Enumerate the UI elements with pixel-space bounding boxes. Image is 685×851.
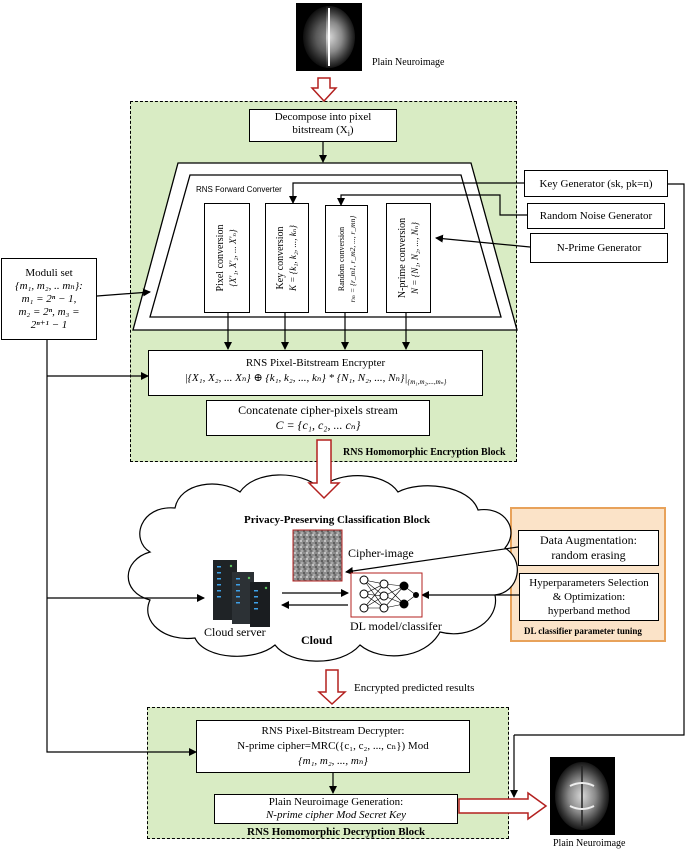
data-augmentation-box: Data Augmentation: random erasing	[518, 530, 659, 566]
concatenate-formula: C = {c₁, c₂, ... cₙ}	[275, 418, 361, 432]
decrypter-line3: {m₁, m₂, ..., mₙ}	[298, 755, 368, 767]
encrypter-sub: {m₁,m₂,...,mₙ}	[407, 378, 447, 387]
augmentation-line2: random erasing	[551, 548, 626, 562]
nprime-conversion-title: N-prime conversion	[396, 217, 408, 299]
moduli-title: Moduli set	[25, 266, 73, 279]
moduli-line5: 2ⁿ⁺¹ − 1	[30, 318, 68, 331]
augmentation-line1: Data Augmentation:	[540, 533, 637, 547]
nprime-generator-box: N-Prime Generator	[530, 233, 668, 263]
random-conversion-title: Random conversion	[336, 226, 346, 292]
nprime-conversion-formula: N = {N₁, N₂, ..., Nₙ}	[409, 222, 420, 294]
key-generator-box: Key Generator (sk, pk=n)	[524, 170, 668, 197]
cipher-image-label: Cipher-image	[348, 546, 414, 560]
cloud-server-label: Cloud server	[204, 625, 266, 639]
dl-model-label: DL model/classifer	[350, 619, 442, 633]
hyperparameter-box: Hyperparameters Selection & Optimization…	[519, 573, 659, 621]
pixel-conversion-box: Pixel conversion {X'₁, X'₂, ... X'ₙ}	[204, 203, 250, 313]
input-neuroimage	[296, 3, 362, 71]
cloud-label: Cloud	[301, 633, 333, 647]
decrypter-box: RNS Pixel-Bitstream Decrypter: N-prime c…	[196, 720, 470, 773]
generation-line1: Plain Neuroimage Generation:	[268, 796, 404, 808]
hollow-arrow-top	[310, 77, 338, 103]
tuning-block-label: DL classifier parameter tuning	[524, 626, 642, 636]
forward-converter-title: RNS Forward Converter	[196, 185, 282, 194]
encrypter-box: RNS Pixel-Bitstream Encrypter |{X₁, X₂, …	[148, 350, 483, 396]
hyperparameter-line1: Hyperparameters Selection	[529, 577, 649, 589]
cloud-server-icon	[213, 560, 270, 627]
nprime-conversion-box: N-prime conversion N = {N₁, N₂, ..., Nₙ}	[386, 203, 431, 313]
encrypter-title: RNS Pixel-Bitstream Encrypter	[245, 356, 386, 369]
pixel-conversion-title: Pixel conversion	[215, 224, 226, 292]
concatenate-title: Concatenate cipher-pixels stream	[238, 403, 398, 417]
hyperparameter-line3: hyperband method	[547, 605, 631, 617]
dl-model-icon	[350, 572, 423, 618]
generation-line2: N-prime cipher Mod Secret Key	[265, 809, 407, 821]
random-noise-generator-box: Random Noise Generator	[527, 203, 665, 229]
decrypter-line2: N-prime cipher=MRC({c₁, c₂, ..., cₙ}) Mo…	[237, 740, 429, 752]
key-conversion-formula: K = {k₁, k₂, ..., kₙ}	[288, 225, 298, 291]
plain-output-label: Plain Neuroimage	[553, 838, 626, 849]
random-conversion-formula: rₘ = {r_m1, r_m2, ..., r_mn}	[347, 215, 357, 303]
hyperparameter-line2: & Optimization:	[552, 591, 626, 603]
hollow-arrow-to-output	[458, 791, 548, 821]
decompose-line1: Decompose into pixel	[274, 110, 372, 123]
output-neuroimage	[550, 757, 615, 835]
encrypted-results-label: Encrypted predicted results	[354, 682, 475, 694]
moduli-line2: {m₁, m₂, .. mₙ}:	[15, 279, 83, 292]
decryption-block-label: RNS Homomorphic Decryption Block	[247, 826, 426, 838]
key-conversion-box: Key conversion K = {k₁, k₂, ..., kₙ}	[265, 203, 309, 313]
decompose-line2: bitstream (X	[292, 123, 348, 136]
random-conversion-box: Random conversion rₘ = {r_m1, r_m2, ...,…	[325, 205, 368, 313]
pixel-conversion-formula: {X'₁, X'₂, ... X'ₙ}	[228, 229, 238, 287]
cipher-image	[292, 529, 343, 582]
concatenate-box: Concatenate cipher-pixels stream C = {c₁…	[206, 400, 430, 436]
decompose-box: Decompose into pixel bitstream (Xi)	[249, 109, 397, 142]
moduli-set-box: Moduli set {m₁, m₂, .. mₙ}: m₁ = 2ⁿ − 1,…	[1, 258, 97, 340]
cloud-block-title: Privacy-Preserving Classification Block	[244, 514, 431, 526]
moduli-line3: m₁ = 2ⁿ − 1,	[21, 292, 77, 305]
moduli-line4: m₂ = 2ⁿ, m₃ =	[18, 305, 80, 318]
hollow-arrow-to-decryption	[317, 669, 347, 706]
hollow-arrow-to-cloud	[307, 439, 341, 500]
encryption-block-label: RNS Homomorphic Encryption Block	[343, 447, 506, 458]
key-conversion-title: Key conversion	[275, 226, 286, 290]
plain-input-label: Plain Neuroimage	[372, 57, 445, 68]
encrypter-formula: |{X₁, X₂, ... Xₙ} ⊕ {k₁, k₂, ..., kₙ} * …	[184, 371, 408, 384]
generation-box: Plain Neuroimage Generation: N-prime cip…	[214, 794, 458, 824]
decrypter-title: RNS Pixel-Bitstream Decrypter:	[261, 725, 405, 737]
